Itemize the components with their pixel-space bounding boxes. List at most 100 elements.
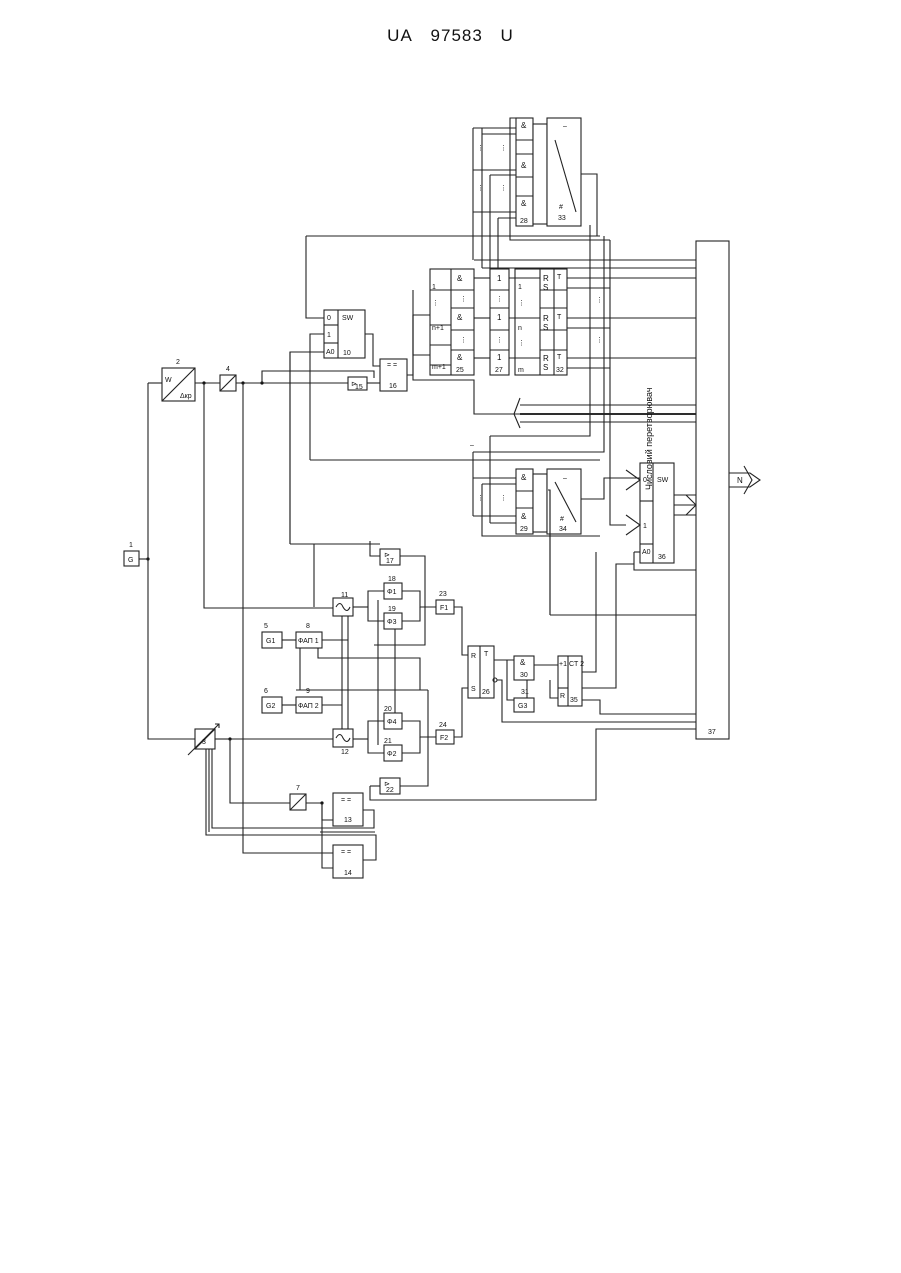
block-28-and-group: & & & 28 (516, 118, 533, 226)
svg-text:= =: = = (341, 797, 351, 804)
block-34-number: 34 (559, 526, 567, 533)
svg-text:6: 6 (264, 688, 268, 695)
svg-text:19: 19 (388, 606, 396, 613)
svg-text:⋮: ⋮ (477, 145, 484, 152)
svg-text:n: n (518, 325, 522, 332)
svg-text:31: 31 (521, 689, 529, 696)
svg-text:–: – (563, 475, 567, 482)
svg-text:&: & (521, 473, 527, 482)
svg-text:⋮: ⋮ (500, 495, 507, 502)
block-1-number: 1 (129, 542, 133, 549)
svg-text:T: T (557, 314, 562, 321)
svg-text:⋮: ⋮ (500, 145, 507, 152)
block-15-number: 15 (355, 384, 363, 391)
svg-text:#: # (560, 516, 564, 523)
svg-text:&: & (521, 512, 527, 521)
svg-text:R: R (543, 314, 549, 323)
block-14-number: 14 (344, 870, 352, 877)
block-16-eq: = = (387, 362, 397, 369)
block-8-label: ФАП 1 (298, 638, 319, 645)
svg-text:&: & (457, 274, 463, 283)
block-37-number: 37 (708, 729, 716, 736)
svg-text:N: N (737, 476, 743, 485)
block-1-label: G (128, 557, 133, 564)
svg-text:⋮: ⋮ (596, 337, 603, 344)
svg-text:R: R (560, 693, 565, 700)
svg-text:23: 23 (439, 591, 447, 598)
svg-text:12: 12 (341, 749, 349, 756)
svg-text:&: & (521, 161, 527, 170)
block-36-number: 36 (658, 554, 666, 561)
block-32-number: 32 (556, 367, 564, 374)
svg-text:⋮: ⋮ (496, 337, 503, 344)
svg-text:R: R (471, 653, 476, 660)
svg-text:1: 1 (497, 313, 502, 322)
svg-text:–: – (470, 442, 474, 449)
svg-text:= =: = = (341, 849, 351, 856)
block-27-not-group: 1 1 1 ⋮ ⋮ 27 (490, 269, 509, 375)
svg-text:1: 1 (497, 353, 502, 362)
block-25-number: 25 (456, 367, 464, 374)
block-29-number: 29 (520, 526, 528, 533)
svg-text:20: 20 (384, 706, 392, 713)
svg-text:S: S (471, 686, 476, 693)
block-6-label: G2 (266, 703, 275, 710)
block-16-number: 16 (389, 383, 397, 390)
block-7-number: 7 (296, 785, 300, 792)
block-24-label: F2 (440, 735, 448, 742)
svg-text:11: 11 (341, 592, 348, 599)
block-35-counter: +1 R CT 2 35 (558, 656, 584, 706)
svg-text:⋮: ⋮ (518, 300, 525, 307)
svg-text:⋮: ⋮ (596, 297, 603, 304)
block-37-label: Числовий перетворювач (644, 387, 654, 490)
block-26-trigger: R S T 26 (468, 646, 494, 698)
svg-text:⋮: ⋮ (477, 185, 484, 192)
block-21-label: Φ2 (387, 751, 397, 758)
svg-text:+1: +1 (559, 661, 567, 668)
block-2-bottom: Δкр (180, 393, 192, 400)
block-35-number: 35 (570, 697, 578, 704)
svg-text:S: S (543, 283, 548, 292)
svg-text:–: – (563, 123, 567, 130)
svg-text:n+1: n+1 (432, 325, 444, 332)
svg-text:S: S (543, 363, 548, 372)
block-32-trigger-group: R S R S R S T T T 1 n m ⋮ ⋮ 32 (515, 269, 567, 375)
block-19-label: Φ3 (387, 619, 397, 626)
svg-text:⋮: ⋮ (477, 495, 484, 502)
svg-text:⋮: ⋮ (460, 337, 467, 344)
svg-text:5: 5 (264, 623, 268, 630)
block-2-number: 2 (176, 359, 180, 366)
svg-text:T: T (557, 274, 562, 281)
svg-text:A0: A0 (642, 549, 651, 556)
svg-text:#: # (559, 204, 563, 211)
block-29-and-group: & & 29 (516, 469, 533, 534)
svg-text:R: R (543, 354, 549, 363)
block-18-label: Φ1 (387, 589, 397, 596)
svg-text:⋮: ⋮ (500, 185, 507, 192)
block-22-number: 22 (386, 787, 394, 794)
block-33-number: 33 (558, 215, 566, 222)
block-10-label: SW (342, 315, 354, 322)
svg-text:&: & (457, 353, 463, 362)
block-33-memory: – # 33 (547, 118, 581, 226)
output-n-arrow: N (729, 466, 760, 494)
svg-text:⋮: ⋮ (496, 296, 503, 303)
block-10-in1: 1 (327, 332, 331, 339)
svg-text:m: m (518, 367, 524, 374)
svg-text:m+1: m+1 (432, 364, 446, 371)
svg-text:18: 18 (388, 576, 396, 583)
block-3-number: 3 (202, 739, 206, 746)
svg-text:1: 1 (497, 274, 502, 283)
block-20-label: Φ4 (387, 719, 397, 726)
block-17-number: 17 (386, 558, 394, 565)
svg-text:⋮: ⋮ (518, 340, 525, 347)
svg-text:SW: SW (657, 477, 669, 484)
svg-text:8: 8 (306, 623, 310, 630)
block-4-number: 4 (226, 366, 230, 373)
block-25-and-group: & & & 1 n+1 m+1 ⋮ ⋮ ⋮ 25 (430, 269, 474, 375)
svg-text:24: 24 (439, 722, 447, 729)
svg-text:1: 1 (643, 523, 647, 530)
svg-text:T: T (484, 651, 489, 658)
svg-text:&: & (521, 121, 527, 130)
